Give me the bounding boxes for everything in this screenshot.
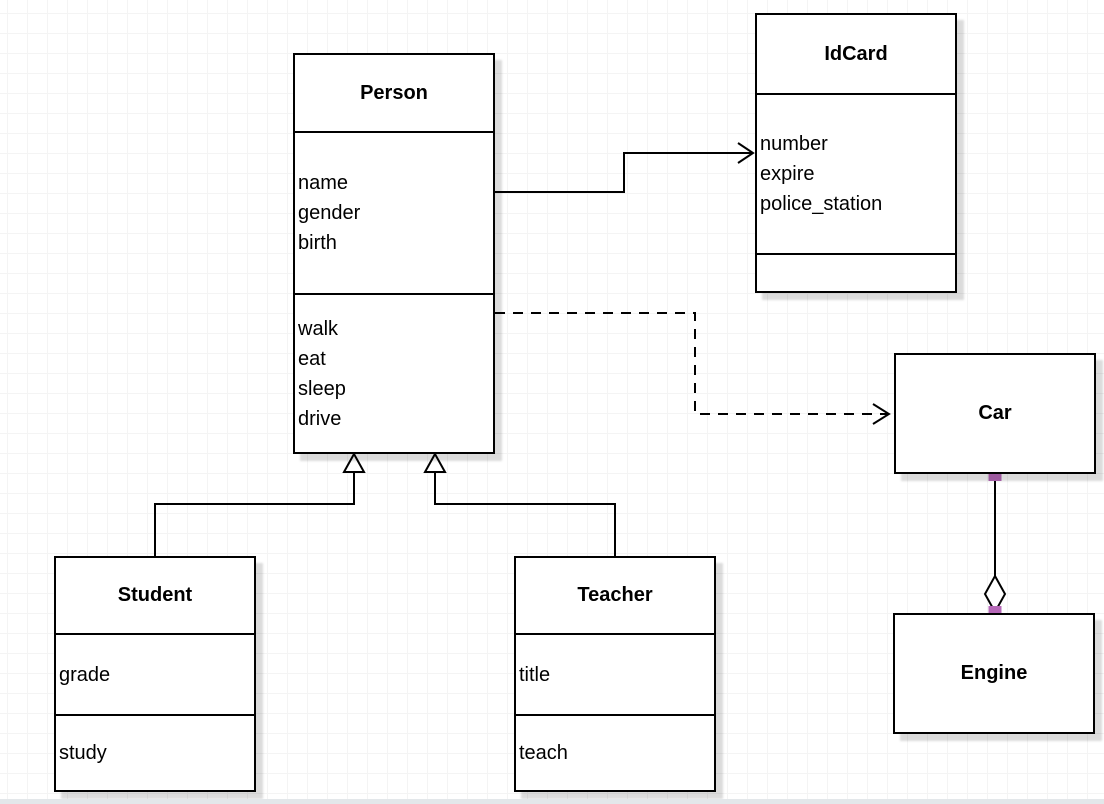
class-attributes-teacher: title xyxy=(516,633,714,714)
association-person-idcard[interactable] xyxy=(495,142,755,193)
open-arrowhead-idcard xyxy=(737,142,755,164)
method: sleep xyxy=(298,377,346,400)
class-attributes-idcard: number expire police_station xyxy=(757,93,955,253)
association-line[interactable] xyxy=(495,152,752,193)
attribute: grade xyxy=(59,663,111,686)
class-methods-student: study xyxy=(56,714,254,790)
class-methods-teacher: teach xyxy=(516,714,714,790)
dependency-line[interactable] xyxy=(495,312,887,415)
open-arrowhead-car xyxy=(872,403,891,425)
class-title-student: Student xyxy=(117,584,193,606)
attribute: name xyxy=(298,172,349,194)
class-title-idcard: IdCard xyxy=(824,42,888,65)
class-box-person[interactable]: Person name gender birth walk eat sleep … xyxy=(293,53,495,454)
class-attributes-person: name gender birth xyxy=(295,131,493,293)
class-title-car: Car xyxy=(978,402,1012,424)
hollow-triangle-student xyxy=(342,451,366,473)
method: eat xyxy=(298,347,326,370)
attribute: police_station xyxy=(760,193,883,215)
class-box-car[interactable]: Car xyxy=(894,353,1096,474)
attribute: expire xyxy=(760,163,815,185)
generalization-line[interactable] xyxy=(434,472,616,556)
class-methods-person: walk eat sleep drive xyxy=(295,293,493,452)
method: walk xyxy=(298,317,339,340)
class-title-person: Person xyxy=(360,81,428,104)
generalization-teacher-person[interactable] xyxy=(423,451,616,556)
attribute: number xyxy=(760,133,828,155)
method: drive xyxy=(298,407,342,430)
method: teach xyxy=(519,742,568,764)
attribute: title xyxy=(519,663,551,686)
aggregation-car-engine[interactable] xyxy=(983,468,1007,619)
class-methods-idcard xyxy=(757,253,955,291)
class-box-student[interactable]: Student grade study xyxy=(54,556,256,792)
dependency-person-car[interactable] xyxy=(495,312,891,425)
class-box-engine[interactable]: Engine xyxy=(893,613,1095,734)
method: study xyxy=(59,742,107,764)
generalization-line[interactable] xyxy=(154,472,355,556)
class-title-teacher: Teacher xyxy=(577,584,653,606)
hollow-triangle-teacher xyxy=(423,451,447,473)
generalization-student-person[interactable] xyxy=(154,451,366,556)
class-box-idcard[interactable]: IdCard number expire police_station xyxy=(755,13,957,293)
attribute: birth xyxy=(298,232,337,254)
class-box-teacher[interactable]: Teacher title teach xyxy=(514,556,716,792)
class-attributes-student: grade xyxy=(56,633,254,714)
attribute: gender xyxy=(298,202,361,224)
canvas-bottom-edge xyxy=(0,799,1104,804)
class-title-engine: Engine xyxy=(960,662,1028,684)
